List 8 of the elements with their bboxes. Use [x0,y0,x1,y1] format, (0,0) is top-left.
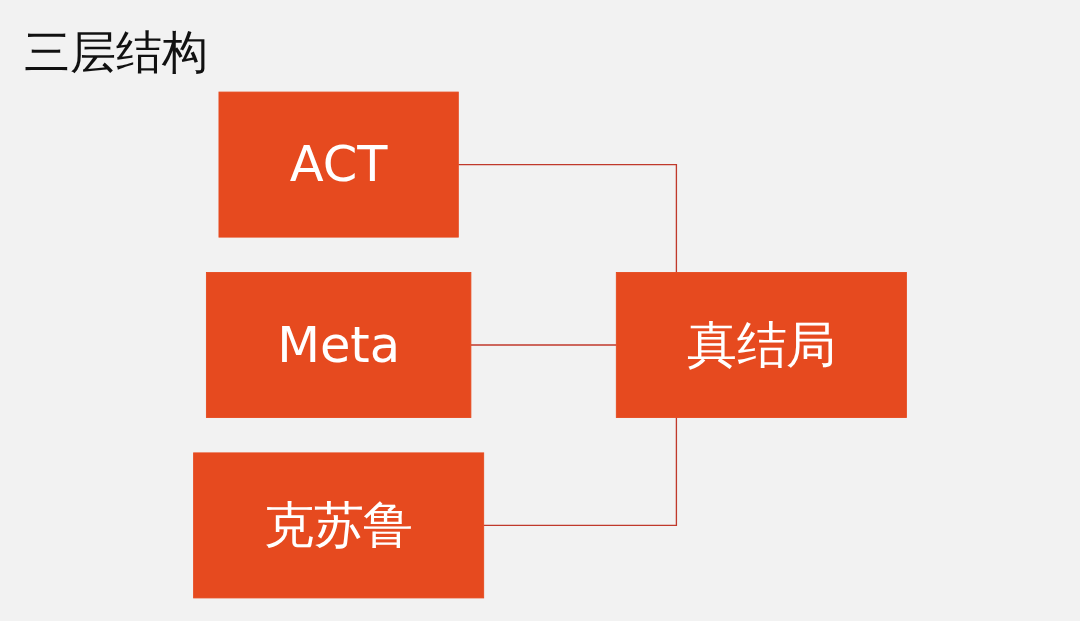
node-box: ACT [218,91,459,238]
diagram-title: 三层结构 [24,24,208,81]
node-box: 克苏鲁 [193,452,485,599]
node-box: 真结局 [615,272,907,418]
node-box: Meta [205,272,472,418]
connector [457,163,678,274]
connector [483,416,678,527]
connector [470,344,617,346]
